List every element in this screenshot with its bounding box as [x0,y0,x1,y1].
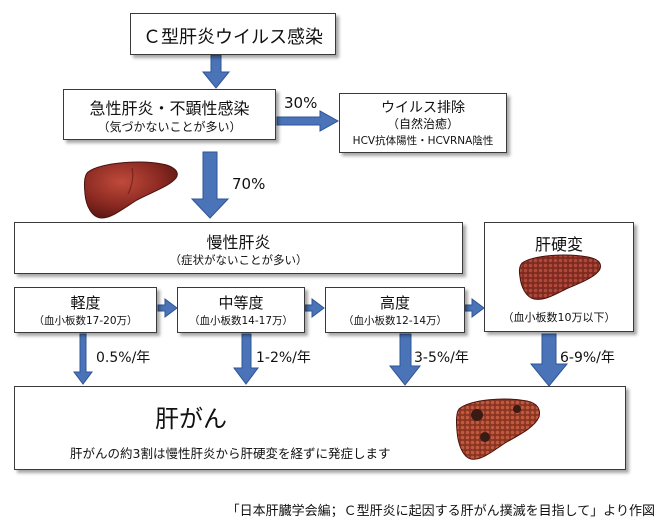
node-clearance-detail: HCV抗体陽性・HCVRNA陰性 [352,135,494,147]
node-mild: 軽度 （血小板数17-20万） [14,287,157,333]
label-mild-rate: 0.5%/年 [96,350,151,366]
arrow-mild-to-hcc [73,333,93,385]
cirrhotic-liver-image [518,254,601,300]
arrow-cirrhosis-to-hcc [529,333,569,387]
node-hcc: 肝がん 肝がんの約3割は慢性肝炎から肝硬変を経ずに発症します [14,386,626,470]
arrow-severe-to-hcc [388,333,422,386]
arrow-infection-to-acute [201,54,231,89]
node-chronic-subtitle: （症状がないことが多い） [169,253,308,267]
node-moderate-title: 中等度 [218,294,264,312]
label-to-chronic: 70% [232,175,266,193]
arrow-severe-to-cirrhosis [464,298,485,318]
label-severe-rate: 3-5%/年 [414,350,469,366]
liver-image [83,161,178,219]
node-acute-subtitle: （気づかないことが多い） [97,120,242,134]
node-severe: 高度 （血小板数12-14万） [325,287,465,333]
node-severe-title: 高度 [379,294,410,312]
arrow-acute-to-chronic [190,151,230,219]
node-acute: 急性肝炎・不顕性感染 （気づかないことが多い） [63,89,276,140]
node-moderate-subtitle: （血小板数14-17万） [188,315,293,327]
node-chronic-title: 慢性肝炎 [206,233,271,252]
node-mild-title: 軽度 [70,294,101,312]
source-caption: 「日本肝臓学会編；Ｃ型肝炎に起因する肝がん撲滅を目指して」より作図 [226,504,655,519]
arrow-acute-to-clearance [276,110,340,132]
arrow-mild-to-moderate [157,298,178,318]
node-cirrhosis-subtitle: （血小板数10万以下） [502,311,616,324]
arrow-moderate-to-hcc [233,333,259,385]
node-clearance: ウイルス排除 （自然治癒） HCV抗体陽性・HCVRNA陰性 [339,93,507,153]
node-clearance-subtitle: （自然治癒） [386,117,459,131]
node-severe-subtitle: （血小板数12-14万） [342,315,447,327]
node-hcc-note: 肝がんの約3割は慢性肝炎から肝硬変を経ずに発症します [70,446,391,461]
node-chronic: 慢性肝炎 （症状がないことが多い） [14,222,463,274]
node-hcv-infection: Ｃ型肝炎ウイルス感染 [130,13,336,55]
node-clearance-title: ウイルス排除 [381,100,465,116]
label-to-clearance: 30% [284,94,318,112]
node-cirrhosis: 肝硬変 （血小板数10万以下） [484,222,634,332]
node-mild-subtitle: （血小板数17-20万） [33,315,138,327]
label-cirrhosis-rate: 6-9%/年 [560,350,615,366]
node-hcc-title: 肝がん [155,405,227,433]
node-hcv-infection-title: Ｃ型肝炎ウイルス感染 [143,27,323,48]
node-moderate: 中等度 （血小板数14-17万） [177,287,305,333]
label-moderate-rate: 1-2%/年 [256,350,311,366]
arrow-moderate-to-severe [304,298,325,318]
node-acute-title: 急性肝炎・不顕性感染 [89,99,250,118]
node-cirrhosis-title: 肝硬変 [534,235,583,254]
cancer-liver-image [455,398,540,460]
